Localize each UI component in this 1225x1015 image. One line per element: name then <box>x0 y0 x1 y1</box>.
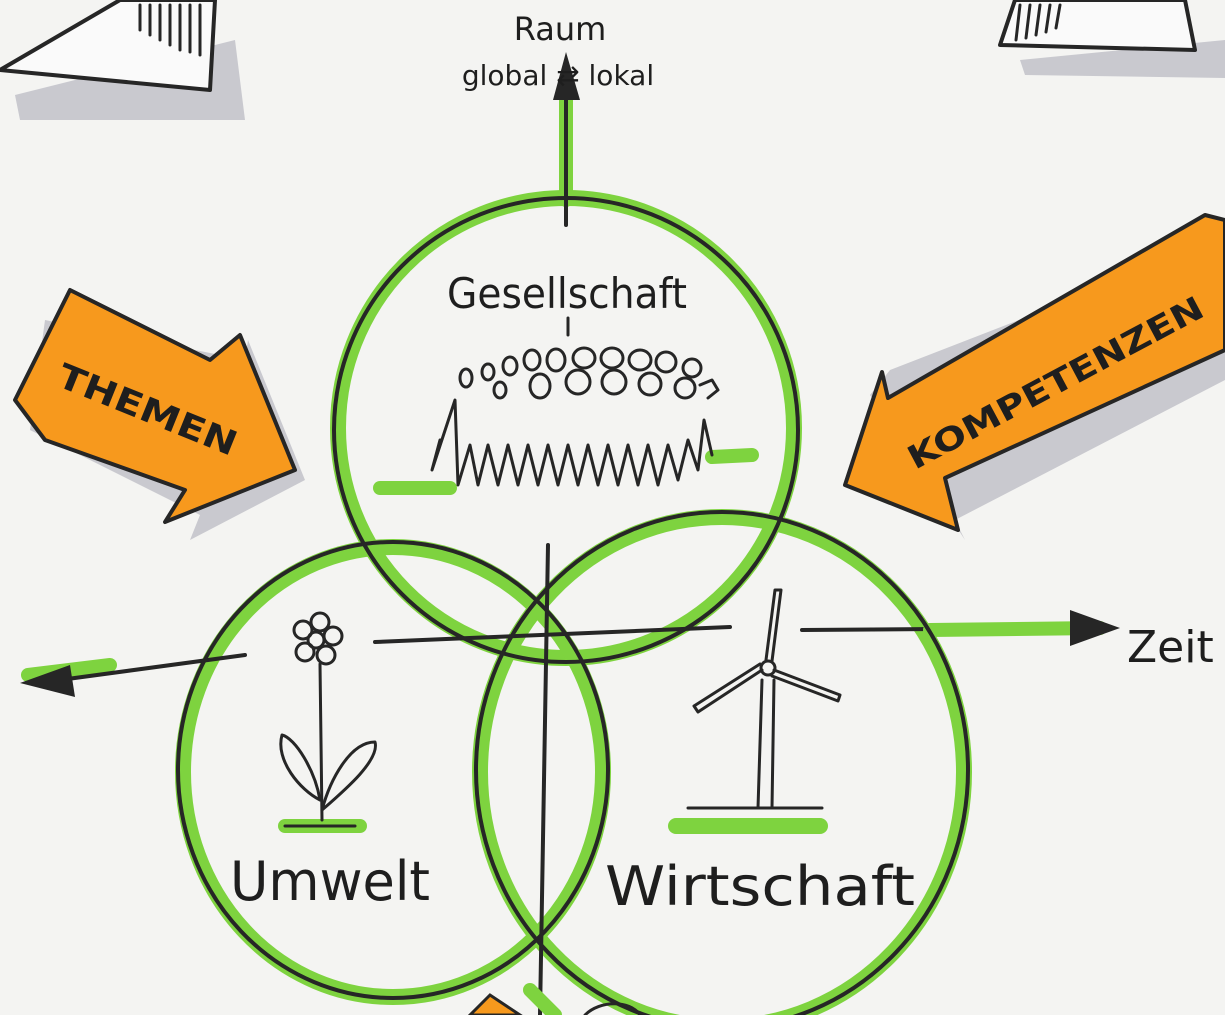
top-right-arrow-fragment <box>998 0 1225 78</box>
flower-icon <box>278 611 377 833</box>
economy-circle <box>474 510 970 1015</box>
bottom-orange-fragment <box>467 993 642 1015</box>
venn-ink-outlines <box>176 196 970 1015</box>
top-left-arrow-fragment <box>0 0 245 120</box>
themes-arrow <box>13 288 305 540</box>
space-axis-title: Raum <box>514 10 607 48</box>
space-axis-range: global ⇄ lokal <box>462 59 654 92</box>
people-crowd-icon <box>373 316 759 495</box>
time-axis <box>20 610 1120 697</box>
time-axis-label: Zeit <box>1127 622 1214 673</box>
competencies-arrow <box>843 213 1225 540</box>
environment-circle <box>176 540 610 1000</box>
environment-label: Umwelt <box>230 850 430 913</box>
society-label: Gesellschaft <box>447 269 687 318</box>
society-circle <box>332 196 800 664</box>
economy-label: Wirtschaft <box>605 855 915 918</box>
wind-turbine-icon <box>668 588 842 834</box>
